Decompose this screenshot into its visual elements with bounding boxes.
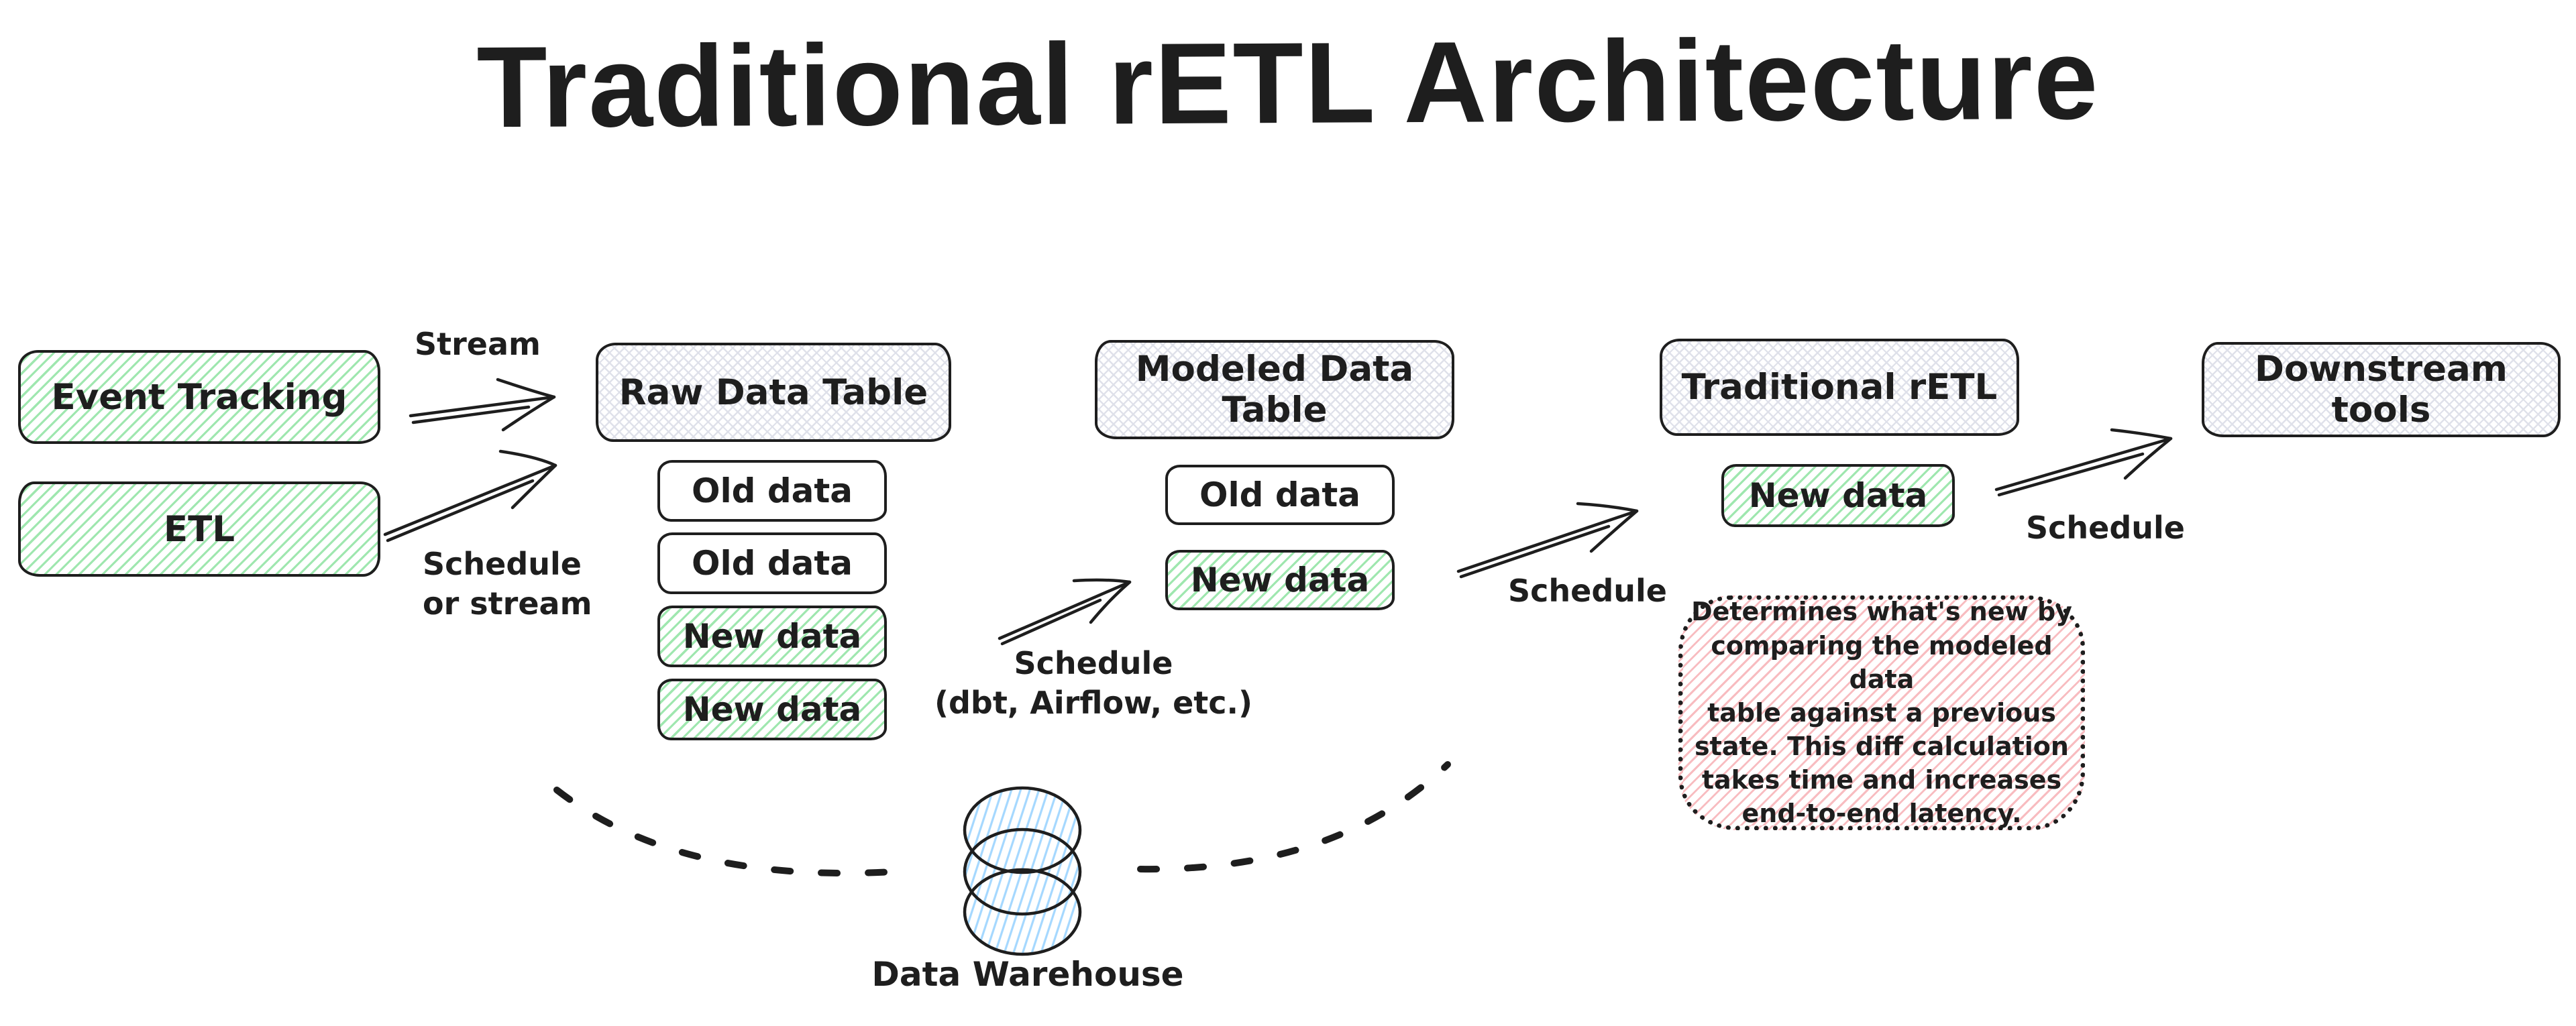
retl-row-new-label: New data [1748,476,1928,515]
node-modeled-data-table: Modeled Data Table [1095,340,1454,439]
arrow-modeled-to-retl [1456,502,1639,579]
data-warehouse-label: Data Warehouse [871,955,1184,994]
edge-label-schedule-dbt: Schedule (dbt, Airflow, etc.) [934,645,1253,721]
modeled-row-new: New data [1165,550,1395,610]
edge-label-schedule-mid: Schedule [1508,573,1667,609]
raw-row-new-1-label: New data [682,617,862,656]
arrow-retl-to-downstream [1994,428,2173,497]
node-traditional-retl: Traditional rETL [1660,339,2019,436]
raw-row-old-1-label: Old data [691,471,853,510]
raw-row-old-2-label: Old data [691,544,853,583]
modeled-row-old: Old data [1165,465,1395,525]
etl-label: ETL [163,508,235,550]
event-tracking-label: Event Tracking [51,376,347,418]
raw-row-old-1: Old data [657,460,887,522]
raw-row-old-2: Old data [657,532,887,594]
arrow-etl-to-raw [383,449,557,543]
arrow-event-tracking-to-raw [409,378,556,432]
edge-label-schedule-or-stream: Schedule or stream [423,546,592,622]
edge-label-schedule-right: Schedule [2026,510,2185,546]
raw-row-new-2: New data [657,679,887,740]
note-text: Determines what's new by comparing the m… [1691,597,2072,829]
raw-row-new-2-label: New data [682,690,862,729]
dashed-arc-right [1137,761,1451,873]
raw-data-table-label: Raw Data Table [619,372,928,413]
node-etl: ETL [18,481,380,577]
node-downstream-tools: Downstream tools [2202,342,2561,437]
edge-label-stream: Stream [415,326,541,362]
modeled-row-old-label: Old data [1199,475,1360,514]
dashed-arc-left [553,787,896,877]
arrow-schedule-to-modeled [998,578,1132,646]
traditional-retl-label: Traditional rETL [1681,367,1998,408]
modeled-data-table-label: Modeled Data Table [1135,349,1414,431]
data-warehouse-icon [963,786,1082,956]
diagram-title: Traditional rETL Architecture [476,14,2100,152]
node-event-tracking: Event Tracking [18,350,380,444]
modeled-row-new-label: New data [1190,561,1370,600]
note-box: Determines what's new by comparing the m… [1678,595,2085,830]
raw-row-new-1: New data [657,606,887,667]
retl-row-new: New data [1721,464,1955,527]
downstream-tools-label: Downstream tools [2254,349,2508,431]
node-raw-data-table: Raw Data Table [596,343,951,442]
